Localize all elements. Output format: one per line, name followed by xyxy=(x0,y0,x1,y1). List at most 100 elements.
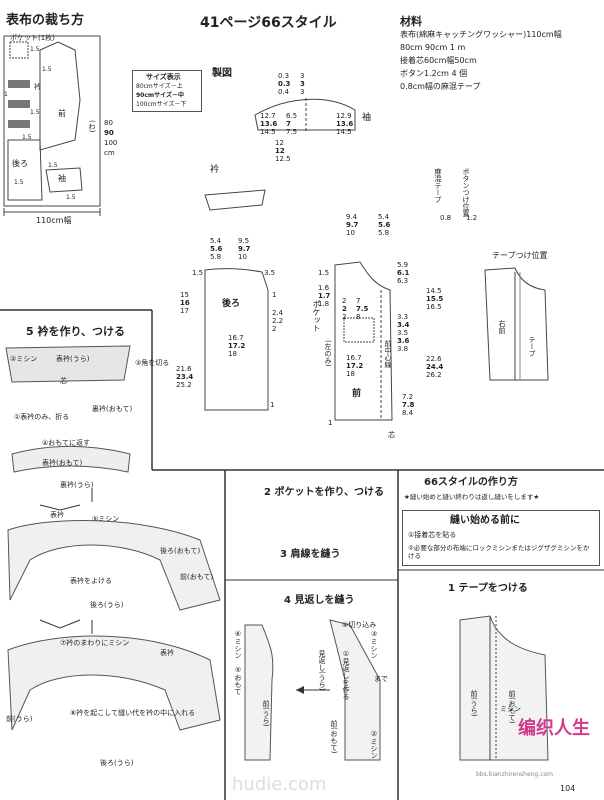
sleeve-top-3: 0.4 xyxy=(278,88,290,96)
front-pocket-1: 3.3 xyxy=(397,313,409,321)
front-neck-1: 5.9 xyxy=(397,261,409,269)
how-to-title: 66スタイルの作り方 xyxy=(424,477,518,488)
allowance-3: 1 xyxy=(4,91,8,98)
interfacing-label: 芯 xyxy=(388,431,395,439)
before-item-1: ①接着芯を貼る xyxy=(408,531,457,539)
front-pocket-4: 3.6 xyxy=(397,337,410,345)
tape-sketch-label: テープ xyxy=(528,336,536,357)
front-neck-2: 6.1 xyxy=(397,269,410,277)
pocket-value-6: 2 xyxy=(342,313,347,321)
step5-item-6: 裏衿(おもて) xyxy=(92,405,133,413)
front-bottom-1: 7.2 xyxy=(402,393,414,401)
front-height-1: 14.5 xyxy=(426,287,442,295)
back-side-2: 5.6 xyxy=(210,245,223,253)
materials-label: 材料 xyxy=(400,15,422,28)
style-title: 41ページ66スタイル xyxy=(200,15,337,31)
step4-item-9: 前(おもて) xyxy=(330,720,338,754)
step4-item-1: ⑥ミシン xyxy=(234,630,242,659)
misc-value-7: 1 xyxy=(270,401,275,409)
step4-item-3: 前(うら) xyxy=(262,700,270,727)
allowance-7: 1.5 xyxy=(48,162,58,169)
back-hem-2: 17.2 xyxy=(228,342,246,350)
back-width-1: 9.5 xyxy=(238,237,250,245)
sleeve-right-3: 14.5 xyxy=(336,128,352,136)
page-number: 104 xyxy=(560,784,576,793)
step4-item-7: ①見返しを作る xyxy=(342,650,350,700)
misc-value-9: 1 xyxy=(328,419,333,427)
misc-value-6: 2 xyxy=(272,325,277,333)
misc-value-2: 3.5 xyxy=(264,269,276,277)
allowance-1: 1.5 xyxy=(30,46,40,53)
before-item-2: ②必要な部分の布端にロックミシンまたはジグザグミシンをかける xyxy=(408,544,590,561)
step5-item-7: ④おもてに返す xyxy=(42,439,90,447)
misc-value-3: 1 xyxy=(272,291,277,299)
step1-title: 1 テープをつける xyxy=(448,583,528,594)
step5-item-1: ②ミシン xyxy=(10,355,38,363)
tape-values: 0.8 xyxy=(440,214,452,222)
pocket-value-3: 1.8 xyxy=(318,300,330,308)
sleeve-mid-2: 3 xyxy=(300,80,305,88)
step5-item-14: 前(おもて) xyxy=(180,573,214,581)
step5-item-11: 表衿 xyxy=(50,511,64,519)
step5-title: 5 衿を作り、つける xyxy=(26,325,126,338)
step4-item-4: ④切り込み xyxy=(342,621,377,629)
back-length-1: 21.6 xyxy=(176,365,192,373)
front-width-2: 9.7 xyxy=(346,221,359,229)
misc-value-1: 1.5 xyxy=(192,269,204,277)
back-width-2: 9.7 xyxy=(238,245,251,253)
size-legend-line-1: 80cmサイズ－上 xyxy=(136,83,183,90)
step5-item-16: ⑦衿のまわりにミシン xyxy=(60,639,130,647)
sleeve-right-1: 12.9 xyxy=(336,112,352,120)
front-bottom-3: 8.4 xyxy=(402,409,414,417)
sleeve-left-2: 13.6 xyxy=(260,120,278,128)
pattern-title: 製図 xyxy=(212,68,232,79)
front-width-3: 10 xyxy=(346,229,355,237)
misc-value-4: 2.4 xyxy=(272,309,284,317)
step5-item-15: 後ろ(うら) xyxy=(90,601,124,609)
front-label: 前 xyxy=(352,389,362,399)
front-neck-3: 6.3 xyxy=(397,277,409,285)
front-hem-2: 17.2 xyxy=(346,362,364,370)
step5-item-13: 後ろ(おもて) xyxy=(160,547,201,555)
front-piece-label: 前 xyxy=(58,109,66,118)
sewing-note: ★縫い始めと縫い終わりは返し縫いをします★ xyxy=(404,493,540,501)
back-width-3: 10 xyxy=(238,253,247,261)
materials-line-1: 表布(綿麻キャッチングワッシャー)110cm幅 xyxy=(400,30,562,39)
front-center-line-label: 前中心線 xyxy=(384,340,392,368)
cutting-layout-title: 表布の裁ち方 xyxy=(6,13,85,28)
back-piece-label: 後ろ xyxy=(12,159,28,168)
sleeve-center-2: 7 xyxy=(286,120,291,128)
back-label: 後ろ xyxy=(222,299,241,309)
sleeve-bottom-2: 12 xyxy=(275,147,285,155)
sleeve-bottom-3: 12.5 xyxy=(275,155,291,163)
allowance-4: 1.5 xyxy=(30,109,40,116)
length-90: 90 xyxy=(104,129,114,137)
step1-item-2: 前(おもて) xyxy=(508,690,516,724)
right-front-label: 右前 xyxy=(498,320,506,334)
materials-line-2: 80cm 90cm 1 m xyxy=(400,43,466,52)
step4-item-6: 見返し(うら) xyxy=(318,650,326,691)
pocket-draft-label: ポケット xyxy=(312,300,321,332)
step5-item-4: 芯 xyxy=(60,377,67,385)
step1-item-1: 前(うら) xyxy=(470,690,478,717)
pocket-value-2: 1.7 xyxy=(318,292,331,300)
sleeve-left-3: 14.5 xyxy=(260,128,276,136)
step4-item-10: ②ミシン xyxy=(370,730,378,759)
back-side-1: 5.4 xyxy=(210,237,222,245)
watermark-small: hudie.com xyxy=(232,774,327,795)
step5-item-9: 裏衿(うら) xyxy=(60,481,94,489)
pocket-value-1: 1.6 xyxy=(318,284,330,292)
step4-item-2: ⑤おもて xyxy=(234,666,242,695)
step5-item-19: 前(うら) xyxy=(6,715,33,723)
allowance-6: 1.5 xyxy=(14,179,24,186)
step5-item-10: ⑤ミシン xyxy=(92,515,120,523)
pocket-value-9: 8 xyxy=(356,313,361,321)
sleeve-right-2: 13.6 xyxy=(336,120,354,128)
pocket-value-7: 7 xyxy=(356,297,361,305)
size-legend-line-3: 100cmサイズ－下 xyxy=(136,101,187,108)
